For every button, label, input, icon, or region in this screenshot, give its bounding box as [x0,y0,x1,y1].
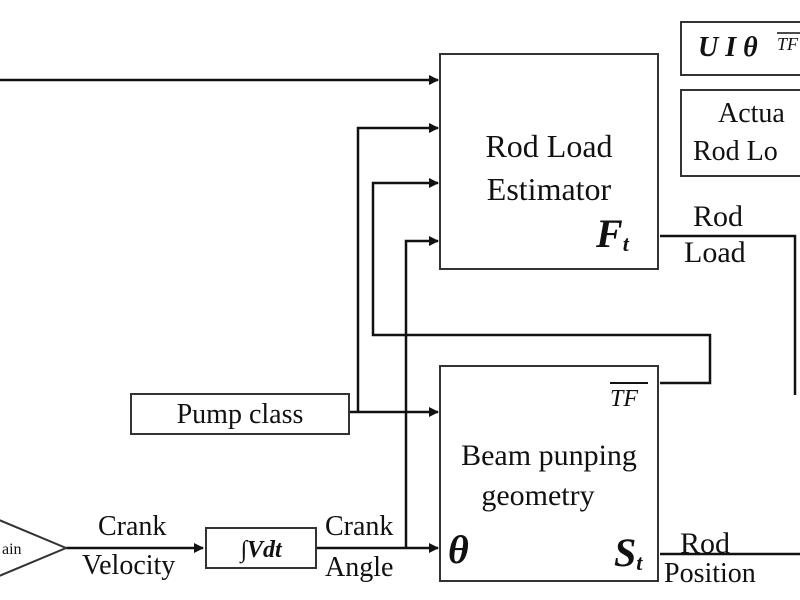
gain-triangle [0,519,69,577]
gain-block: ain [0,519,69,577]
beam-geometry-title-line2: geometry [481,479,594,512]
crank-velocity-label-line1: Crank [98,511,166,542]
beam-geometry-title-line1: Beam punping [461,439,637,472]
pump-class-block: Pump class [130,393,350,435]
rod-load-estimator-title-line2: Estimator [487,171,612,207]
pump-class-label: Pump class [177,399,304,430]
actual-rod-load-line1: Actua [718,98,785,129]
rod-load-label-line2: Load [684,236,746,269]
ft-output-symbol: Ft [595,211,630,256]
rod-load-estimator-block: Rod Load Estimator Ft [439,53,659,270]
tf-output-label: TF [610,386,638,412]
uitf-label: U I θ [698,32,758,63]
gain-label: ain [2,541,22,558]
rod-position-label-line1: Rod [680,527,730,560]
wire-angle-to-estimator [404,236,439,548]
beam-pumping-geometry-box [439,365,659,582]
crank-angle-label-line1: Crank [325,511,393,542]
wires [0,75,800,556]
rod-position-label-line2: Position [664,558,756,589]
integrator-box [205,527,317,569]
crank-velocity-label-line2: Velocity [82,550,175,581]
actual-rod-load-line2: Rod Lo [693,136,778,167]
integrator-block: ∫Vdt [205,527,317,569]
rod-load-label-line1: Rod [693,200,743,233]
rod-load-estimator-title-line1: Rod Load [485,128,612,164]
wire-tf-feedback [371,178,712,385]
st-output-symbol: St [614,530,643,575]
wire-rod-load [660,234,797,395]
wire-pump-class-to-estimator [356,123,439,412]
crank-angle-label-line2: Angle [325,552,393,583]
integrator-label: ∫Vdt [238,537,283,564]
uitf-block: U I θ TF [680,21,800,76]
uitf-tf-label: TF [777,34,799,54]
pump-class-box [130,393,350,435]
uitf-box [680,21,800,76]
actual-rod-load-box [680,89,800,177]
theta-input-symbol: θ [448,527,469,572]
rod-load-estimator-box [439,53,659,270]
actual-rod-load-block: Actua Rod Lo [680,89,800,177]
beam-pumping-geometry-block: TF Beam punping geometry θ St [439,365,659,582]
signal-labels: Crank Velocity Crank Angle Rod Load Rod … [82,200,756,589]
